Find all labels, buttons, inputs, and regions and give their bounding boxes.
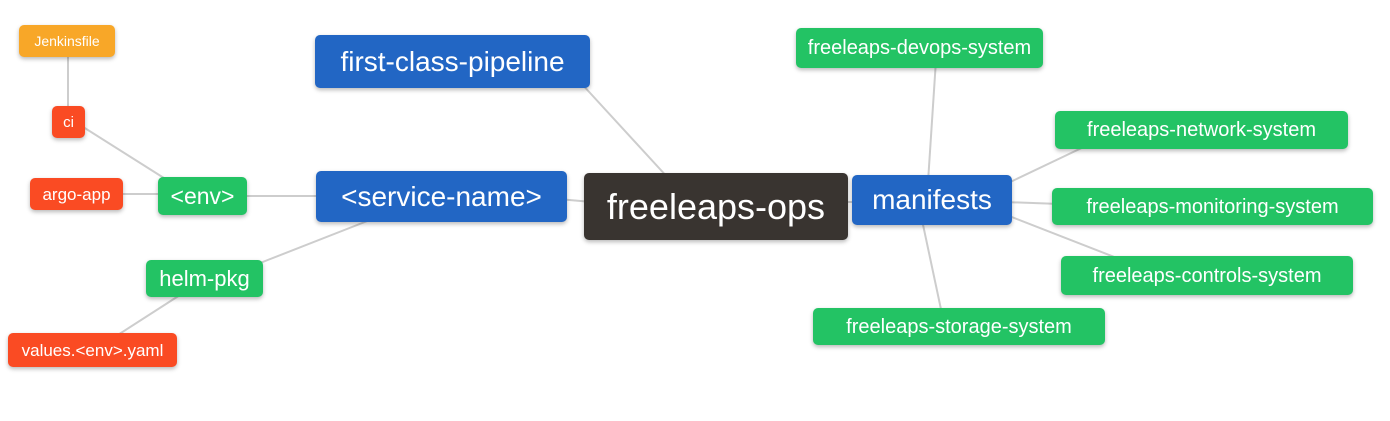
- node-first-class-pipeline[interactable]: first-class-pipeline: [315, 35, 590, 88]
- node-freeleaps-ops[interactable]: freeleaps-ops: [584, 173, 848, 240]
- node-devops-system[interactable]: freeleaps-devops-system: [796, 28, 1043, 68]
- node-values-yaml[interactable]: values.<env>.yaml: [8, 333, 177, 367]
- edge-manifests-monitoring: [1003, 201, 1061, 205]
- edge-manifests-storage: [921, 219, 943, 315]
- node-helm-pkg[interactable]: helm-pkg: [146, 260, 263, 297]
- edge-manifests-devops: [927, 59, 937, 183]
- node-env[interactable]: <env>: [158, 177, 247, 215]
- node-controls-system[interactable]: freeleaps-controls-system: [1061, 256, 1353, 295]
- edge-helmpkg-servicename: [254, 217, 376, 266]
- node-network-system[interactable]: freeleaps-network-system: [1055, 111, 1348, 149]
- edge-manifests-controls: [1003, 213, 1123, 261]
- node-monitoring-system[interactable]: freeleaps-monitoring-system: [1052, 188, 1373, 225]
- edge-manifests-network: [1003, 143, 1091, 186]
- node-manifests[interactable]: manifests: [852, 175, 1012, 225]
- edge-ci-env: [79, 124, 176, 186]
- edge-values-helmpkg: [109, 294, 181, 341]
- node-ci[interactable]: ci: [52, 106, 85, 138]
- node-service-name[interactable]: <service-name>: [316, 171, 567, 222]
- node-jenkinsfile[interactable]: Jenkinsfile: [19, 25, 115, 57]
- edge-pipeline-ops: [579, 81, 671, 181]
- node-storage-system[interactable]: freeleaps-storage-system: [813, 308, 1105, 345]
- node-argo-app[interactable]: argo-app: [30, 178, 123, 210]
